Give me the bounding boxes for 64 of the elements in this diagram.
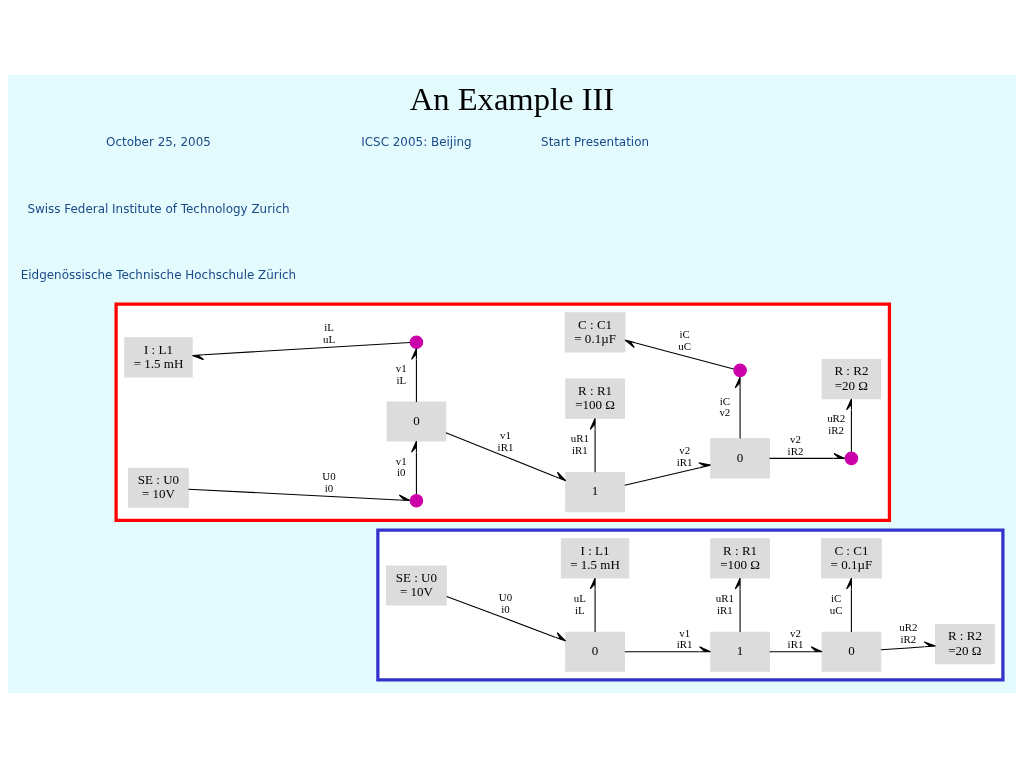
cluster [376,528,1005,682]
node-cross [844,451,859,466]
node-box: I : L1 = 1.5 mH [560,538,630,579]
edge-label: v1 iR1 [497,428,514,453]
node-box: R : R1 =100 Ω [565,378,625,419]
arrow [734,376,741,439]
node-cross [733,363,747,378]
label: October 25, 2005 [106,135,211,150]
node-box: C : C1 = 0.1µF [821,538,882,579]
arrow [191,341,411,361]
node-cross [409,493,424,508]
node-box: SE : U0 = 10V [386,565,447,606]
node-box: 0 [710,438,770,479]
node-box: R : R2 =20 Ω [935,624,995,665]
edge-label: iL uL [322,321,336,346]
diagram-title: An Example III [409,80,615,117]
edge-label: v2 iR2 [787,433,804,458]
edge-label: iC uC [678,327,692,352]
node-box: SE : U0 = 10V [128,467,189,508]
arrow [411,440,417,495]
edge-label: uR2 iR2 [899,621,918,646]
label: Eidgenössische Technische Hochschule Zürich [20,267,297,282]
edge-label: v2 iR1 [676,444,693,468]
edge-label: iC uC [829,591,843,616]
edge-label: uL iL [573,591,586,616]
arrow [845,398,852,453]
arrow [446,595,567,642]
arrow [589,577,596,633]
edge-label: uR1 iR1 [570,432,589,457]
arrow [880,641,937,651]
arrow [624,339,735,370]
node-box: R : R1 =100 Ω [710,538,770,579]
edge-label: v2 iR1 [787,626,804,651]
arrow [845,577,852,633]
label: Swiss Federal Institute of Technology Zurich [27,201,290,216]
arrow [769,646,823,653]
node-box: C : C1 = 0.1µF [564,312,626,353]
edge-label: U0 i0 [498,590,513,615]
arrow [411,348,417,403]
edge-label: uR1 iR1 [715,591,734,616]
edge-label: v1 i0 [395,454,407,479]
arrow [589,417,596,473]
label: Start Presentation [541,135,650,150]
arrow [734,577,741,633]
arrow [624,462,712,486]
node-box: R : R2 =20 Ω [821,359,882,400]
node-box: 1 [565,471,625,513]
node-box: 0 [386,401,447,442]
cluster [114,302,892,522]
node-box: 1 [710,631,770,672]
edge-label: U0 i0 [322,470,336,495]
edge-label: v1 iL [395,361,407,386]
node-cross [409,335,424,349]
node-box: 0 [821,631,882,672]
arrow [187,488,411,502]
node-box: I : L1 = 1.5 mH [124,337,193,378]
label: ICSC 2005: Beijing [361,135,472,150]
node-box: 0 [565,631,625,672]
edge-label: iC v2 [719,394,731,419]
arrow [769,452,846,459]
arrow [445,432,567,482]
edge-label: uR2 iR2 [827,412,846,437]
arrow [624,646,712,653]
edge-label: v1 iR1 [676,626,693,651]
